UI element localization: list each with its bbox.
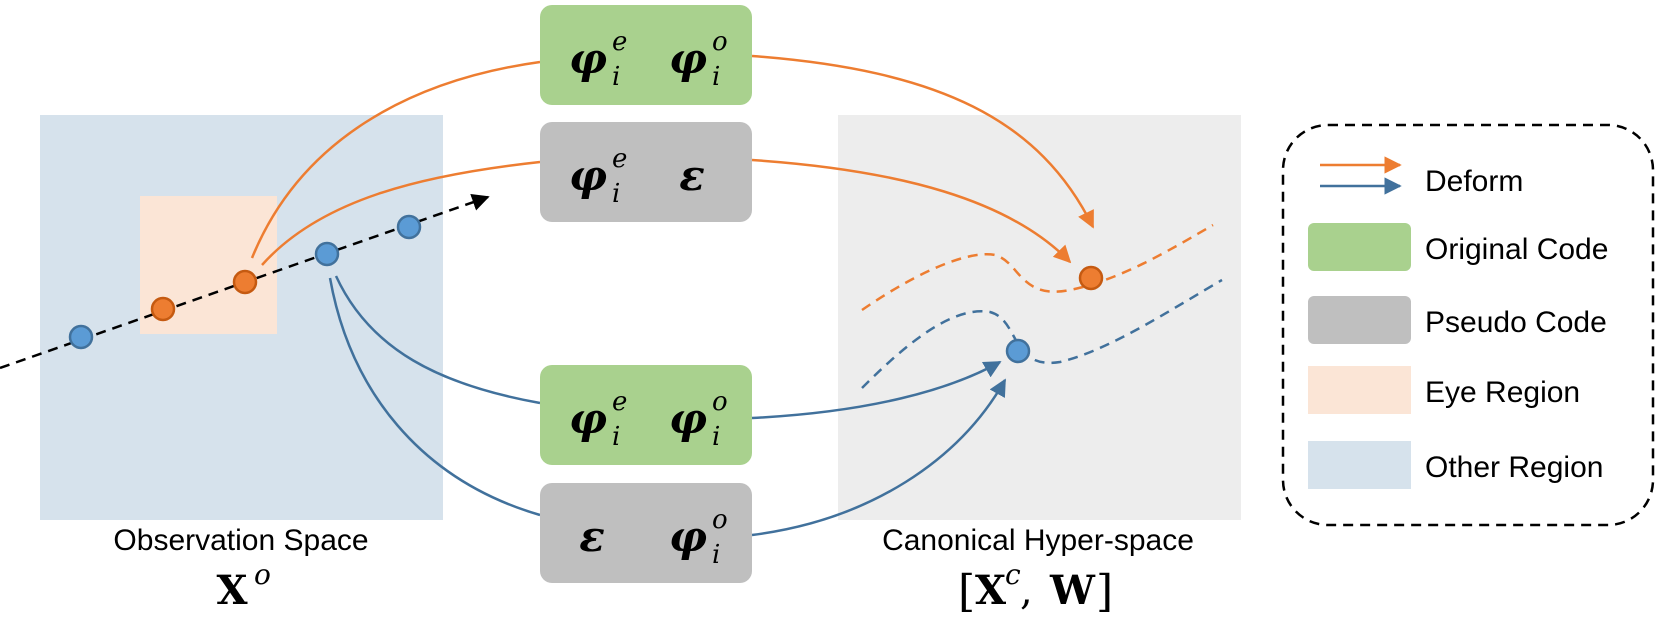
sample-point-blue [68,324,94,350]
code-symbol-sub: i [712,540,720,570]
observation-symbol-main: X [216,567,247,614]
code-symbol-sub: i [612,62,620,92]
legend-pseudo-code-label: Pseudo Code [1425,306,1607,339]
legend-eye-region-label: Eye Region [1425,376,1580,409]
deform-curve-orange-mid-out [751,158,1072,264]
observation-symbol-sup: o [254,558,271,591]
sample-point-orange [150,296,176,322]
deform-curve-blue-low-in [328,277,541,517]
code-box-pseudo-upper: φ e i ε [540,122,752,222]
legend-deform-label: Deform [1425,165,1523,198]
code-symbol-sup: o [712,505,728,535]
legend-original-code-swatch [1308,223,1411,271]
code-symbol-sup: e [612,27,627,57]
canonical-symbol-w: W [1049,567,1096,614]
deform-curve-orange-mid-in [261,160,541,266]
canonical-point-blue [1005,338,1031,364]
deform-curve-orange-top-out [751,54,1095,229]
sample-point-blue [396,214,422,240]
code-box-original-lower: φ e i φ o i [540,365,752,465]
legend-other-region-swatch [1308,441,1411,489]
code-symbol-sup: e [612,144,627,174]
code-symbol-base: ε [579,512,605,561]
legend-other-region-label: Other Region [1425,451,1603,484]
sample-point-blue [314,241,340,267]
sample-point-orange [232,269,258,295]
code-symbol-sub: i [612,179,620,209]
code-symbol-base: φ [669,394,707,443]
legend-eye-region-swatch [1308,366,1411,414]
code-symbol-sup: o [712,27,728,57]
canonical-space-label: Canonical Hyper-space [882,524,1194,557]
legend-frame [1281,123,1655,527]
code-symbol-sup: e [612,387,627,417]
legend: Deform Original Code Pseudo Code Eye Reg… [1281,123,1655,527]
legend-pseudo-code-swatch [1308,296,1411,344]
code-symbol-sup: o [712,387,728,417]
canonical-symbol-sup: c [1005,558,1021,591]
code-symbol-sub: i [612,422,620,452]
code-symbol-sub: i [712,62,720,92]
code-symbol-sub: i [712,422,720,452]
canonical-symbol: [ X c , W ] [958,558,1113,617]
canonical-curve-orange [861,223,1214,312]
legend-original-code-label: Original Code [1425,233,1608,266]
code-symbol-base: φ [669,512,707,561]
canonical-symbol-x: X [975,567,1006,614]
canonical-point-orange [1078,265,1104,291]
canonical-symbol-sep: , [1020,568,1033,614]
code-symbol-base: φ [669,34,707,83]
deform-curve-blue-mid-out [751,360,1002,420]
observation-space-label: Observation Space [113,524,368,557]
code-box-original-top: φ e i φ o i [540,5,752,105]
deform-curve-blue-low-out [751,378,1007,537]
canonical-curve-blue [861,278,1223,389]
canonical-bracket-open: [ [958,566,975,617]
code-symbol-base: φ [569,394,607,443]
deform-curve-orange-top-in [250,60,541,259]
code-symbol-base: φ [569,151,607,200]
deform-curve-blue-mid-in [334,275,541,405]
svg-text:φ: φ [569,34,607,83]
code-symbol-base: φ [569,34,607,83]
canonical-bracket-close: ] [1096,566,1113,617]
code-symbol-base: ε [679,151,705,200]
canonical-space-area [838,115,1241,520]
code-box-pseudo-lower: ε φ o i [540,483,752,583]
